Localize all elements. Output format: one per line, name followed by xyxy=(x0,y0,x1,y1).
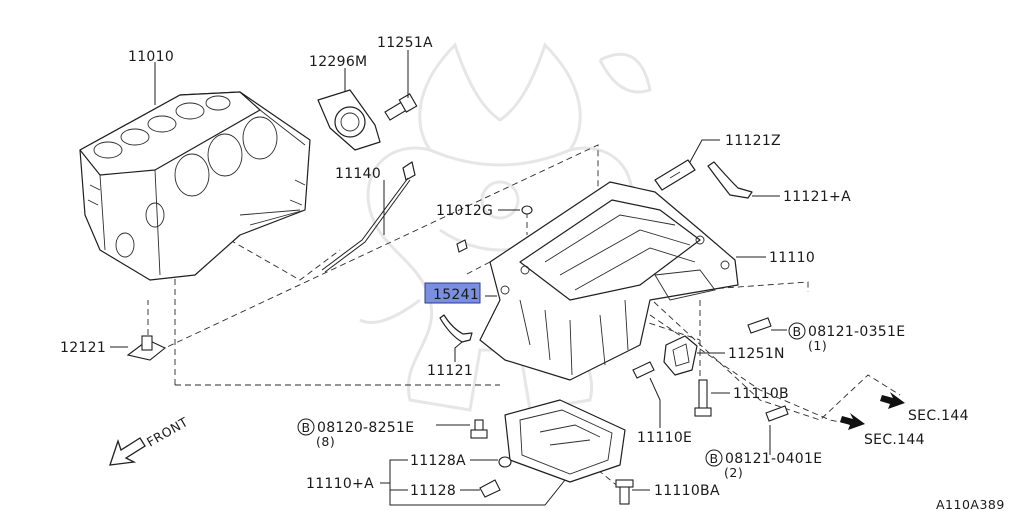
callout-11121[interactable]: 11121 xyxy=(427,363,473,379)
washer-11128a-part[interactable] xyxy=(498,456,512,468)
callout-11110a[interactable]: 11110+A xyxy=(306,476,374,492)
front-arrow-icon xyxy=(109,437,146,466)
callout-11128[interactable]: 11128 xyxy=(410,483,456,499)
callout-sec144-upper[interactable]: SEC.144 xyxy=(908,408,969,424)
callout-sec144-lower[interactable]: SEC.144 xyxy=(864,432,925,448)
bolt-08121-0351e-part[interactable] xyxy=(747,317,772,334)
selected-part-highlight xyxy=(424,282,481,304)
callout-12121[interactable]: 12121 xyxy=(60,340,106,356)
drain-plug-11128-part[interactable] xyxy=(479,479,501,498)
bolt-11251a-part[interactable] xyxy=(384,93,418,121)
callout-11121a[interactable]: 11121+A xyxy=(783,189,851,205)
callout-08121-0401e-qty: (2) xyxy=(724,465,743,480)
circle-b-label: B xyxy=(792,324,801,339)
callout-11012g[interactable]: 11012G xyxy=(436,203,493,219)
dipstick-tube-part[interactable] xyxy=(321,161,416,273)
bolt-08121-0401e-part[interactable] xyxy=(765,405,789,422)
callout-11251a[interactable]: 11251A xyxy=(377,35,433,51)
callout-08121-0351e-qty: (1) xyxy=(808,338,827,353)
oil-pan-lower-part[interactable] xyxy=(504,399,626,483)
circle-b-icon: B xyxy=(705,449,723,467)
bolt-11110e-part[interactable] xyxy=(632,361,655,379)
sec144-arrow-icon xyxy=(880,392,905,409)
callout-15241[interactable]: 15241 xyxy=(433,287,479,303)
rear-oil-seal-part[interactable] xyxy=(317,89,381,151)
leader-lines xyxy=(110,50,787,506)
callout-08121-0351e[interactable]: 08121-0351E xyxy=(808,324,905,340)
callout-11010[interactable]: 11010 xyxy=(128,49,174,65)
sec144-arrow-icon xyxy=(840,413,865,430)
figure-code: A110A389 xyxy=(936,497,1005,511)
cylinder-block-part[interactable] xyxy=(79,91,311,281)
circle-b-label: B xyxy=(709,451,718,466)
plug-15241-part[interactable] xyxy=(456,239,468,253)
bolt-08120-8251e-part[interactable] xyxy=(470,419,488,439)
callout-11110ba[interactable]: 11110BA xyxy=(654,483,720,499)
bolt-11110ba-part[interactable] xyxy=(615,479,634,505)
bracket-11121-part[interactable] xyxy=(439,314,473,343)
circle-b-label: B xyxy=(301,420,310,435)
callout-08120-8251e-qty: (8) xyxy=(316,434,335,449)
front-label: FRONT xyxy=(144,414,191,450)
callout-11140[interactable]: 11140 xyxy=(335,166,381,182)
baffle-11121z-part[interactable] xyxy=(654,159,696,191)
callout-11128a[interactable]: 11128A xyxy=(410,453,466,469)
circle-b-icon: B xyxy=(297,418,315,436)
callout-11110[interactable]: 11110 xyxy=(769,250,815,266)
bracket-11121a-part[interactable] xyxy=(707,161,753,199)
gasket-11251n-part[interactable] xyxy=(663,335,698,376)
bolt-11110b-part[interactable] xyxy=(694,379,712,417)
callout-labels: 11010 12296M 11251A 11140 11121Z 11121+A… xyxy=(60,35,1005,511)
callout-11251n[interactable]: 11251N xyxy=(728,346,785,362)
callout-11110b[interactable]: 11110B xyxy=(733,386,789,402)
plug-11012g-part[interactable] xyxy=(521,205,533,215)
callout-11110e[interactable]: 11110E xyxy=(637,430,692,446)
circle-b-icon: B xyxy=(788,322,806,340)
callout-08121-0401e[interactable]: 08121-0401E xyxy=(725,451,822,467)
crank-sensor-12121-part[interactable] xyxy=(126,335,167,361)
callout-08120-8251e[interactable]: 08120-8251E xyxy=(317,420,414,436)
callout-12296m[interactable]: 12296M xyxy=(309,54,367,70)
oil-pan-upper-part[interactable] xyxy=(479,181,739,381)
callout-11121z[interactable]: 11121Z xyxy=(725,133,781,149)
